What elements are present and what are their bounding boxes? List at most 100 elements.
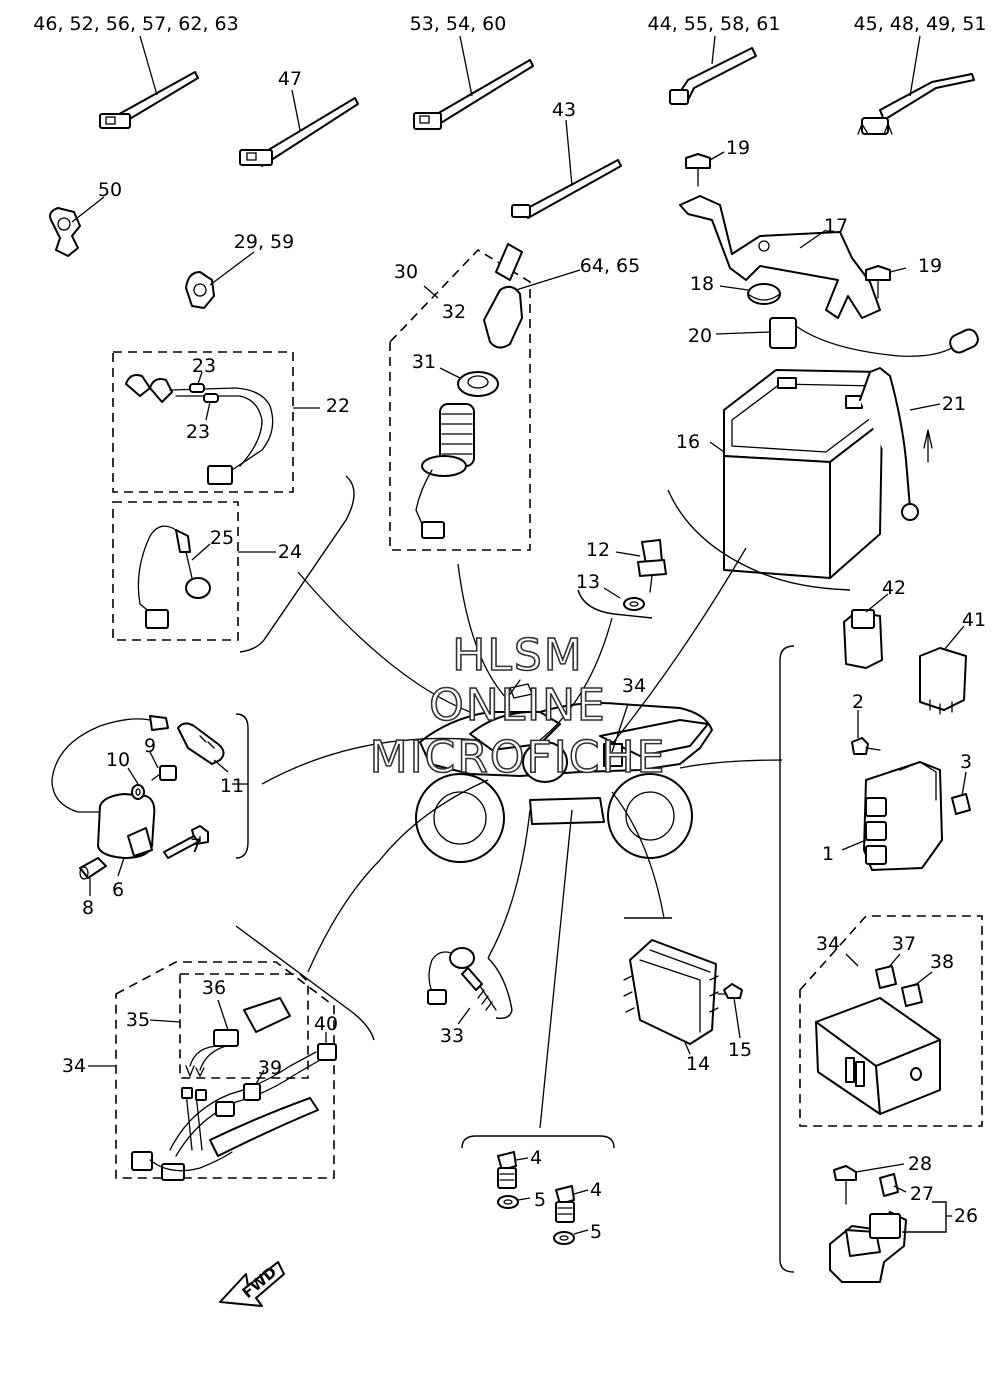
bolt-4a <box>497 1151 529 1189</box>
clamp-29 <box>185 251 255 309</box>
cable-tie-53 <box>413 35 534 130</box>
label-53: 53, 54, 60 <box>410 13 507 35</box>
fuse-box-group-34-outline <box>799 915 983 1127</box>
cable-tie-47 <box>239 89 359 167</box>
label-16: 16 <box>676 431 700 453</box>
watermark-line-3: MICROFICHE <box>370 732 667 783</box>
label-28: 28 <box>908 1153 932 1175</box>
sub-lead-24 <box>137 525 211 629</box>
bolt-28 <box>833 1163 905 1205</box>
neutral-switch-33 <box>427 947 497 1025</box>
label-6: 6 <box>112 879 124 901</box>
label-23b: 23 <box>186 421 210 443</box>
thermo-brace <box>461 1135 615 1149</box>
fwd-arrow-marker: FWD <box>219 1261 285 1307</box>
coil-group-brace <box>235 713 249 859</box>
label-14: 14 <box>686 1053 710 1075</box>
label-21: 21 <box>942 393 966 415</box>
washer-10 <box>127 767 145 800</box>
relay-bracket-26 <box>902 1201 947 1233</box>
label-12: 12 <box>586 539 610 561</box>
leader-switch <box>457 563 509 701</box>
fuse-37 <box>875 953 901 989</box>
nut-31 <box>439 367 499 397</box>
harness-group-34-outline <box>115 961 335 1179</box>
label-35: 35 <box>126 1009 150 1031</box>
label-22: 22 <box>326 395 350 417</box>
leader-rectifier <box>611 791 665 919</box>
relay-42 <box>843 593 889 669</box>
label-9: 9 <box>144 735 156 757</box>
label-24: 24 <box>278 541 302 563</box>
harness-34 <box>131 1032 337 1181</box>
battery-16 <box>709 369 883 579</box>
fuse-38 <box>901 971 933 1007</box>
key-64 <box>483 243 581 349</box>
rectifier-14 <box>623 939 719 1055</box>
label-40: 40 <box>314 1013 338 1035</box>
ignition-coil-6 <box>51 715 169 877</box>
label-33: 33 <box>440 1025 464 1047</box>
clamp-50 <box>49 196 105 257</box>
label-37: 37 <box>892 933 916 955</box>
label-46: 46, 52, 56, 57, 62, 63 <box>33 13 238 35</box>
sub-lead-brace <box>239 475 355 653</box>
cdi-unit-1 <box>841 761 943 871</box>
label-29: 29, 59 <box>234 231 294 253</box>
battery-group-brace <box>667 489 851 591</box>
label-13: 13 <box>576 571 600 593</box>
label-20: 20 <box>688 325 712 347</box>
label-43: 43 <box>552 99 576 121</box>
watermark-line-1: HLSM <box>452 630 584 681</box>
label-5a: 5 <box>534 1189 546 1211</box>
label-19a: 19 <box>726 137 750 159</box>
minus-lead-21 <box>859 367 941 521</box>
label-27: 27 <box>910 1183 934 1205</box>
bracket-17 <box>679 195 881 319</box>
label-41: 41 <box>962 609 986 631</box>
bolt-19a <box>685 151 725 187</box>
part-labels: 46, 52, 56, 57, 62, 63 53, 54, 60 44, 55… <box>33 13 986 1243</box>
cable-tie-46 <box>99 35 199 129</box>
neutral-brace <box>487 957 513 1020</box>
harness-group-35-outline <box>179 973 309 1079</box>
label-15: 15 <box>728 1039 752 1061</box>
label-39: 39 <box>258 1057 282 1079</box>
label-3: 3 <box>960 751 972 773</box>
cdi-group-brace <box>779 645 795 1273</box>
tube-8 <box>79 857 107 896</box>
plug-cap-11 <box>177 722 229 773</box>
watermark-line-2: ONLINE <box>429 680 607 731</box>
harness-lead-35 <box>185 997 291 1078</box>
leader-cdi <box>679 759 783 769</box>
leader-thermo <box>539 809 573 1129</box>
leader-battery <box>611 547 747 745</box>
label-34b: 34 <box>62 1055 86 1077</box>
fuse-box-34 <box>815 997 941 1115</box>
label-45: 45, 48, 49, 51 <box>854 13 987 35</box>
leader-neutral <box>487 809 531 959</box>
bolt-15 <box>717 983 743 1039</box>
label-34c: 34 <box>816 933 840 955</box>
label-17: 17 <box>824 215 848 237</box>
label-26: 26 <box>954 1205 978 1227</box>
label-2: 2 <box>852 691 864 713</box>
label-4a: 4 <box>530 1147 542 1169</box>
label-30: 30 <box>394 261 418 283</box>
label-42: 42 <box>882 577 906 599</box>
leader-subleads <box>297 571 471 713</box>
bolt-9 <box>149 751 177 781</box>
label-32: 32 <box>442 301 466 323</box>
label-19b: 19 <box>918 255 942 277</box>
label-47: 47 <box>278 68 302 90</box>
label-31: 31 <box>412 351 436 373</box>
label-1: 1 <box>822 843 834 865</box>
label-36: 36 <box>202 977 226 999</box>
connector-3 <box>951 771 971 815</box>
bolt-19b <box>865 265 907 299</box>
main-switch-group-30-outline <box>389 248 531 551</box>
label-7: 7 <box>190 835 202 857</box>
label-25: 25 <box>210 527 234 549</box>
watermark: HLSM ONLINE MICROFICHE <box>369 629 667 784</box>
